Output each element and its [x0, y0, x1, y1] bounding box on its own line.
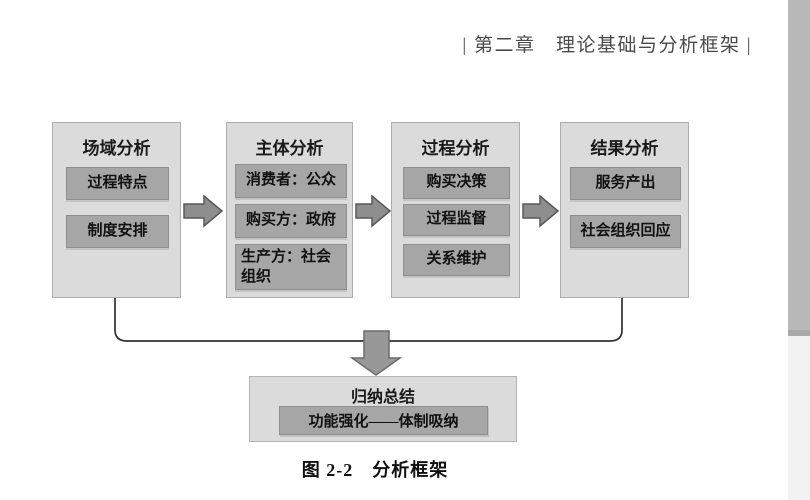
analysis-item: 关系维护: [403, 244, 510, 276]
analysis-item: 生产方：社会组织: [235, 244, 347, 290]
summary-title: 归纳总结: [350, 389, 415, 406]
merge-down-arrow-icon: [349, 330, 403, 376]
summary-item: 功能强化——体制吸纳: [279, 406, 488, 435]
page-edge-shadow-bottom: [788, 336, 810, 500]
column-process-analysis: 过程分析 购买决策 过程监督 关系维护: [391, 122, 520, 298]
column-title: 场域分析: [82, 139, 151, 158]
analysis-item: 购买方：政府: [235, 204, 347, 238]
column-title: 过程分析: [421, 139, 490, 158]
column-title: 主体分析: [255, 139, 324, 158]
flow-arrow-right-icon: [355, 194, 392, 228]
chapter-header: | 第二章 理论基础与分析框架 |: [462, 35, 752, 56]
analysis-item: 服务产出: [570, 167, 681, 200]
flow-arrow-right-icon: [183, 194, 224, 228]
column-title: 结果分析: [590, 139, 659, 158]
analysis-item: 过程特点: [66, 167, 169, 200]
flow-arrow-right-icon: [522, 194, 560, 228]
column-result-analysis: 结果分析 服务产出 社会组织回应: [560, 122, 689, 298]
analysis-item: 社会组织回应: [570, 215, 681, 248]
analysis-item: 购买决策: [403, 167, 510, 199]
column-field-analysis: 场域分析 过程特点 制度安排: [52, 122, 181, 298]
figure-caption: 图 2-2 分析框架: [301, 460, 449, 480]
analysis-item: 消费者：公众: [235, 164, 347, 198]
summary-box: 归纳总结 功能强化——体制吸纳: [249, 376, 517, 442]
column-subject-analysis: 主体分析 消费者：公众 购买方：政府 生产方：社会组织: [226, 122, 353, 298]
analysis-item: 过程监督: [403, 204, 510, 236]
analysis-item: 制度安排: [66, 215, 169, 248]
merge-connector-line: [114, 298, 623, 342]
page-edge-shadow-top: [788, 0, 810, 336]
